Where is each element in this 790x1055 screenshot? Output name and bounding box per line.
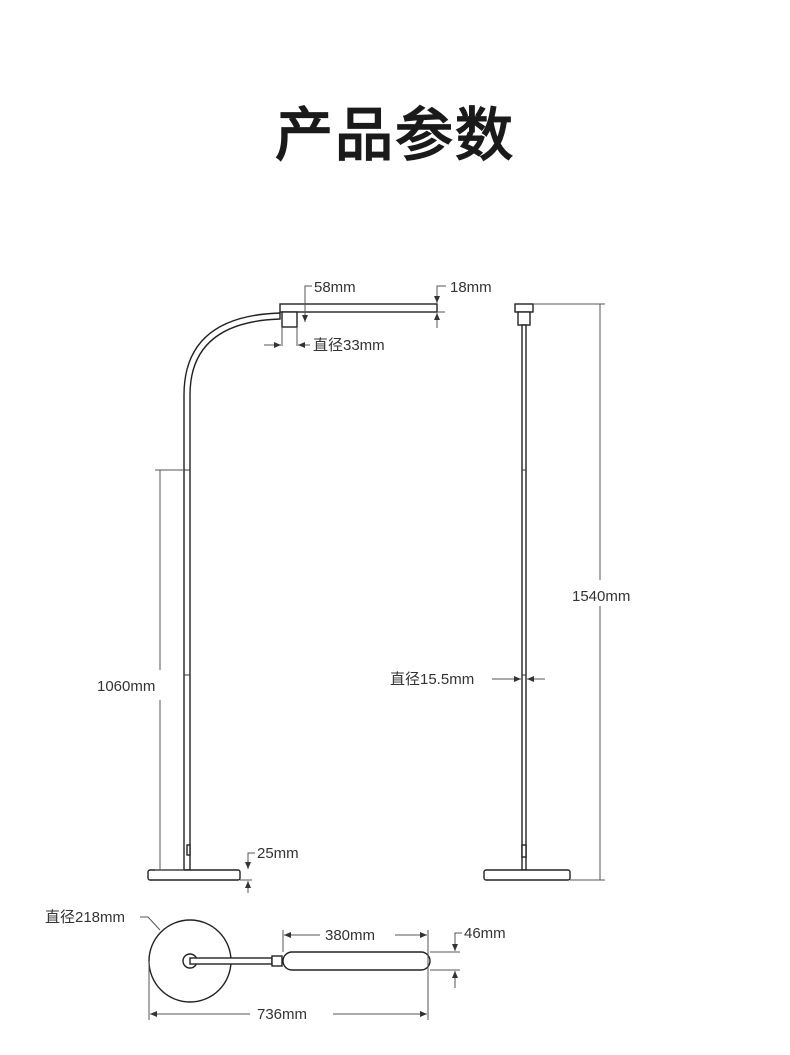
front-lamp-pole xyxy=(521,324,527,871)
dim-total-length: 736mm xyxy=(257,1006,307,1023)
top-view-lamp xyxy=(148,919,431,1003)
dim-total-height: 1540mm xyxy=(572,588,630,605)
dim-base-thickness: 25mm xyxy=(257,845,299,862)
lamp-joint xyxy=(281,311,298,328)
dim-head-length: 380mm xyxy=(325,927,375,944)
side-view-lamp xyxy=(147,303,438,881)
dim-head-height: 18mm xyxy=(450,279,492,296)
lamp-head xyxy=(279,303,438,313)
front-lamp-base xyxy=(483,869,571,881)
front-lamp-head xyxy=(514,303,534,313)
top-view-head xyxy=(282,951,431,971)
lamp-base xyxy=(147,869,241,881)
dim-pole-diameter: 直径15.5mm xyxy=(390,671,474,688)
dim-head-width: 46mm xyxy=(464,925,506,942)
lamp-pole-arm xyxy=(183,312,281,871)
dim-head-thickness: 58mm xyxy=(314,279,356,296)
dim-adjustable-height: 1060mm xyxy=(97,678,155,695)
front-view-lamp xyxy=(483,303,571,881)
dim-joint-diameter: 直径33mm xyxy=(313,337,385,354)
page-title: 产品参数 xyxy=(274,101,515,169)
dim-base-diameter: 直径218mm xyxy=(45,909,125,926)
